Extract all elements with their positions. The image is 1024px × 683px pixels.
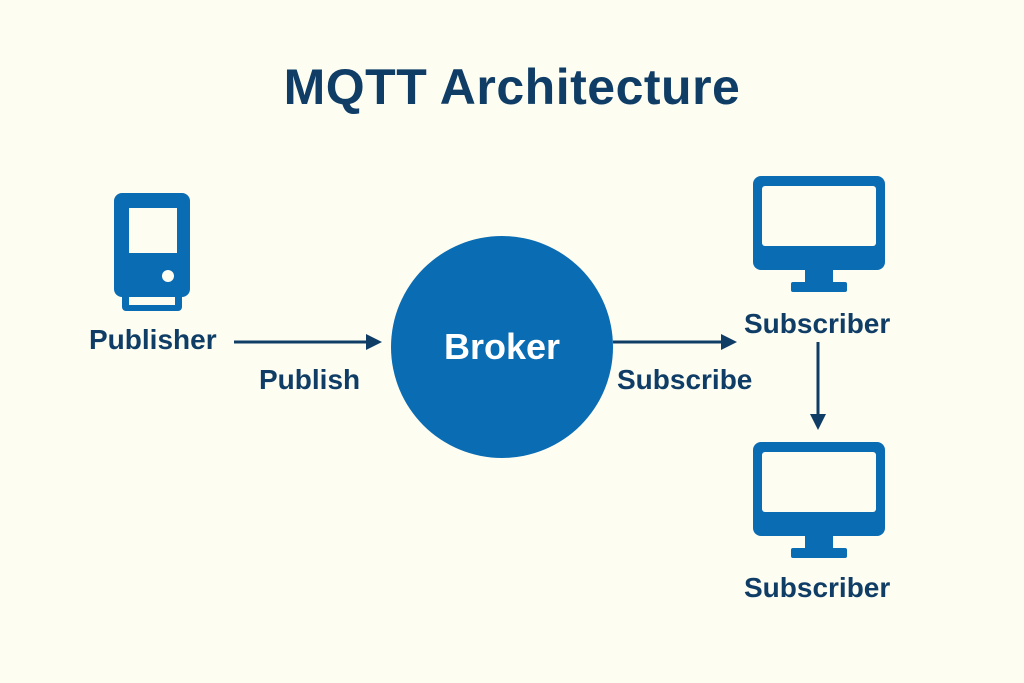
broker-label: Broker [443,326,561,367]
diagram-title: MQTT Architecture [283,59,741,115]
publish-arrow [234,334,382,350]
subscriber-1-label: Subscriber [744,308,891,339]
monitor-icon [753,442,885,558]
forward-arrow [810,342,826,430]
monitor-icon [753,176,885,292]
subscriber-2-label: Subscriber [744,572,891,603]
publish-edge-label: Publish [259,364,361,395]
subscribe-arrow [613,334,737,350]
publisher-label: Publisher [89,324,217,355]
device-icon [114,193,190,311]
broker-node: Broker [391,236,613,458]
subscribe-edge-label: Subscribe [617,364,753,395]
